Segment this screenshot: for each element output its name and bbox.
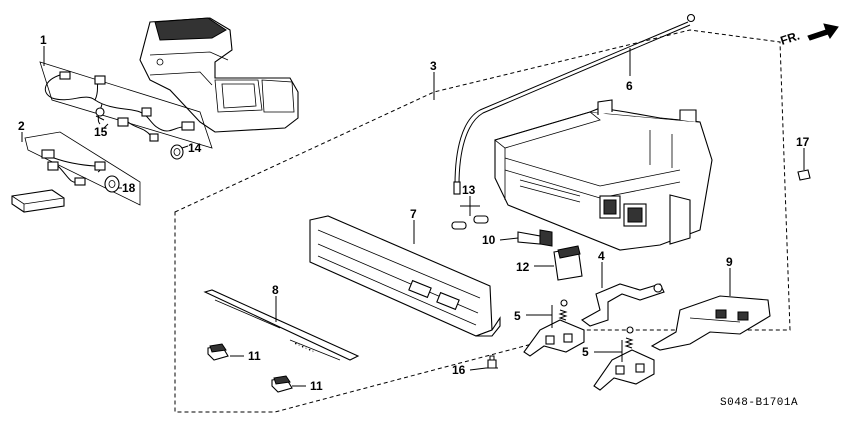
callout-13: 13 — [462, 183, 476, 197]
heater-control-unit — [494, 99, 713, 251]
callout-7: 7 — [410, 207, 417, 221]
callout-9: 9 — [726, 255, 733, 269]
knob-cover-12 — [553, 245, 583, 281]
blank-switch-cover — [11, 189, 65, 213]
callout-11-upper: 11 — [248, 349, 261, 363]
svg-text:• ◦ • ◦ • ◦: • ◦ • ◦ • ◦ — [293, 341, 315, 355]
callout-4: 4 — [598, 249, 605, 263]
grommet-14 — [170, 144, 184, 160]
leader-lines — [21, 46, 805, 387]
callout-5-upper: 5 — [514, 309, 521, 323]
callout-11-lower: 11 — [310, 379, 323, 393]
front-arrow-icon — [807, 23, 839, 41]
assembly-boundary — [174, 29, 791, 413]
grommet-18 — [104, 175, 120, 193]
callout-2: 2 — [18, 119, 25, 133]
wire-harness-2 — [24, 131, 141, 206]
screw-16 — [486, 355, 498, 369]
callout-17: 17 — [796, 135, 810, 149]
clip-13 — [451, 215, 489, 230]
heater-unit-housing — [139, 17, 299, 133]
callout-3: 3 — [430, 59, 437, 73]
control-cable — [453, 13, 696, 195]
front-direction-indicator: FR. — [779, 23, 839, 48]
callout-18: 18 — [122, 181, 136, 195]
control-panel-bezel — [309, 215, 501, 337]
knob-11-upper — [207, 343, 229, 361]
mode-lever-5-lower — [593, 326, 655, 391]
callout-15: 15 — [94, 125, 108, 139]
screw-17 — [797, 160, 811, 181]
switch-10 — [517, 229, 553, 247]
callout-5-lower: 5 — [582, 345, 589, 359]
callout-16: 16 — [452, 363, 466, 377]
bracket-4 — [580, 283, 665, 327]
callout-1: 1 — [40, 33, 47, 47]
callout-labels: 1 2 3 4 5 5 6 7 8 9 10 11 11 12 13 14 15… — [18, 33, 810, 393]
callout-6: 6 — [626, 79, 633, 93]
callout-8: 8 — [272, 283, 279, 297]
front-direction-text: FR. — [779, 29, 802, 48]
wire-harness-1 — [39, 61, 213, 149]
slider-assembly-9 — [650, 295, 771, 351]
diagram-code: S048-B1701A — [720, 397, 798, 409]
indicator-label-plate: • ◦ • ◦ • ◦ — [203, 289, 360, 361]
mode-lever-5-upper — [523, 299, 585, 357]
connector-clip-15 — [95, 107, 105, 121]
knob-11-lower — [271, 375, 293, 393]
callout-10: 10 — [482, 233, 496, 247]
callout-12: 12 — [516, 260, 530, 274]
callout-14: 14 — [188, 141, 202, 155]
